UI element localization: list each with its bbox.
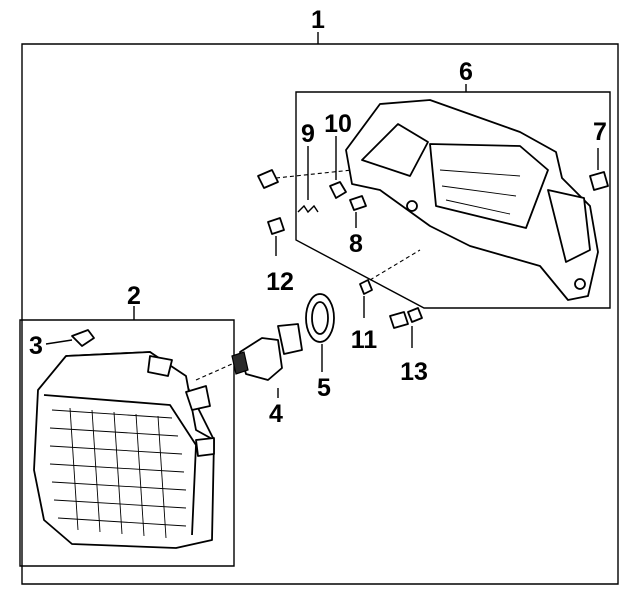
adjuster-spring (297, 146, 319, 214)
lower-clip (389, 307, 423, 348)
assembly-frame (21, 32, 619, 585)
adjuster-nut (329, 136, 347, 199)
retaining-ring (305, 293, 335, 372)
callout-2: 2 (127, 282, 141, 310)
callout-1: 1 (311, 6, 325, 34)
headlamp-lens-assembly (33, 351, 215, 549)
callout-5: 5 (317, 374, 331, 402)
callout-9: 9 (301, 120, 315, 148)
headlamp-bulb (195, 323, 303, 398)
bracket-frame (295, 84, 611, 309)
callout-12: 12 (266, 268, 294, 296)
lens-hatching (49, 407, 187, 539)
callout-7: 7 (593, 118, 607, 146)
bracket-bolt (257, 169, 353, 189)
callout-8: 8 (349, 230, 363, 258)
callout-6: 6 (459, 58, 473, 86)
callout-4: 4 (269, 400, 283, 428)
callout-3: 3 (29, 332, 43, 360)
pivot-pin (359, 249, 421, 318)
callout-10: 10 (324, 110, 352, 138)
bracket-clip (589, 148, 609, 191)
mounting-nut (267, 217, 285, 256)
callout-13: 13 (400, 358, 428, 386)
adjuster-screw (349, 195, 367, 228)
lens-frame (19, 306, 235, 567)
adjuster-clip (45, 329, 95, 347)
mounting-bracket (345, 99, 599, 301)
callout-11: 11 (351, 326, 378, 354)
